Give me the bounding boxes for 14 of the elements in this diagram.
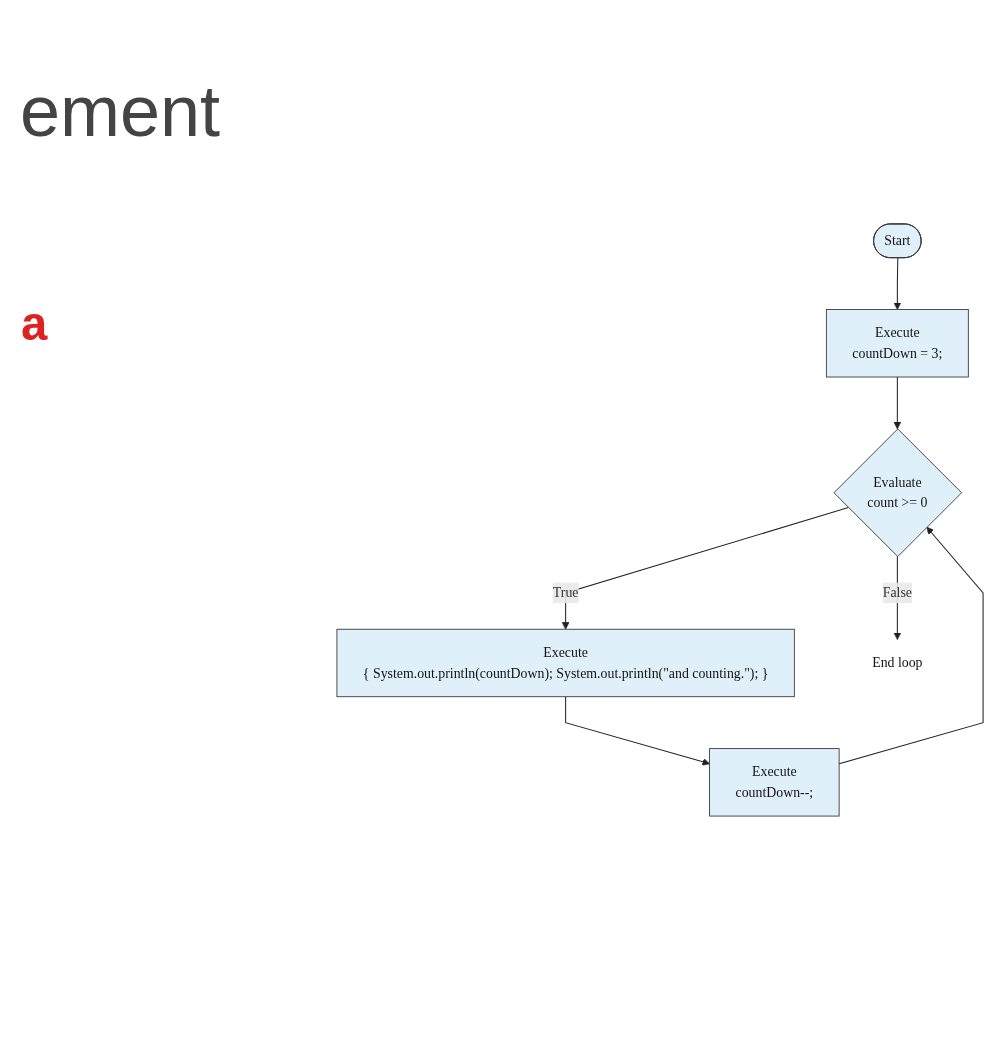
- code-fragment: a: [20, 300, 49, 354]
- node-diamond: Evaluate count >= 0: [833, 428, 963, 557]
- arrow: [893, 376, 902, 430]
- heading-fragment: ement: [20, 70, 221, 152]
- node-box: Execute countDown--;: [709, 748, 840, 817]
- node-text: End loop: [872, 655, 923, 670]
- node-box: Execute { System.out.println(countDown); System.out.println("and counting."); }: [336, 628, 795, 698]
- edge-label: True: [552, 585, 579, 600]
- arrow: [838, 526, 984, 765]
- arrow: [561, 507, 849, 630]
- edge-label: False: [882, 585, 912, 600]
- arrow: [893, 257, 902, 310]
- node-box: Execute countDown = 3;: [825, 309, 969, 378]
- arrow: [565, 696, 710, 766]
